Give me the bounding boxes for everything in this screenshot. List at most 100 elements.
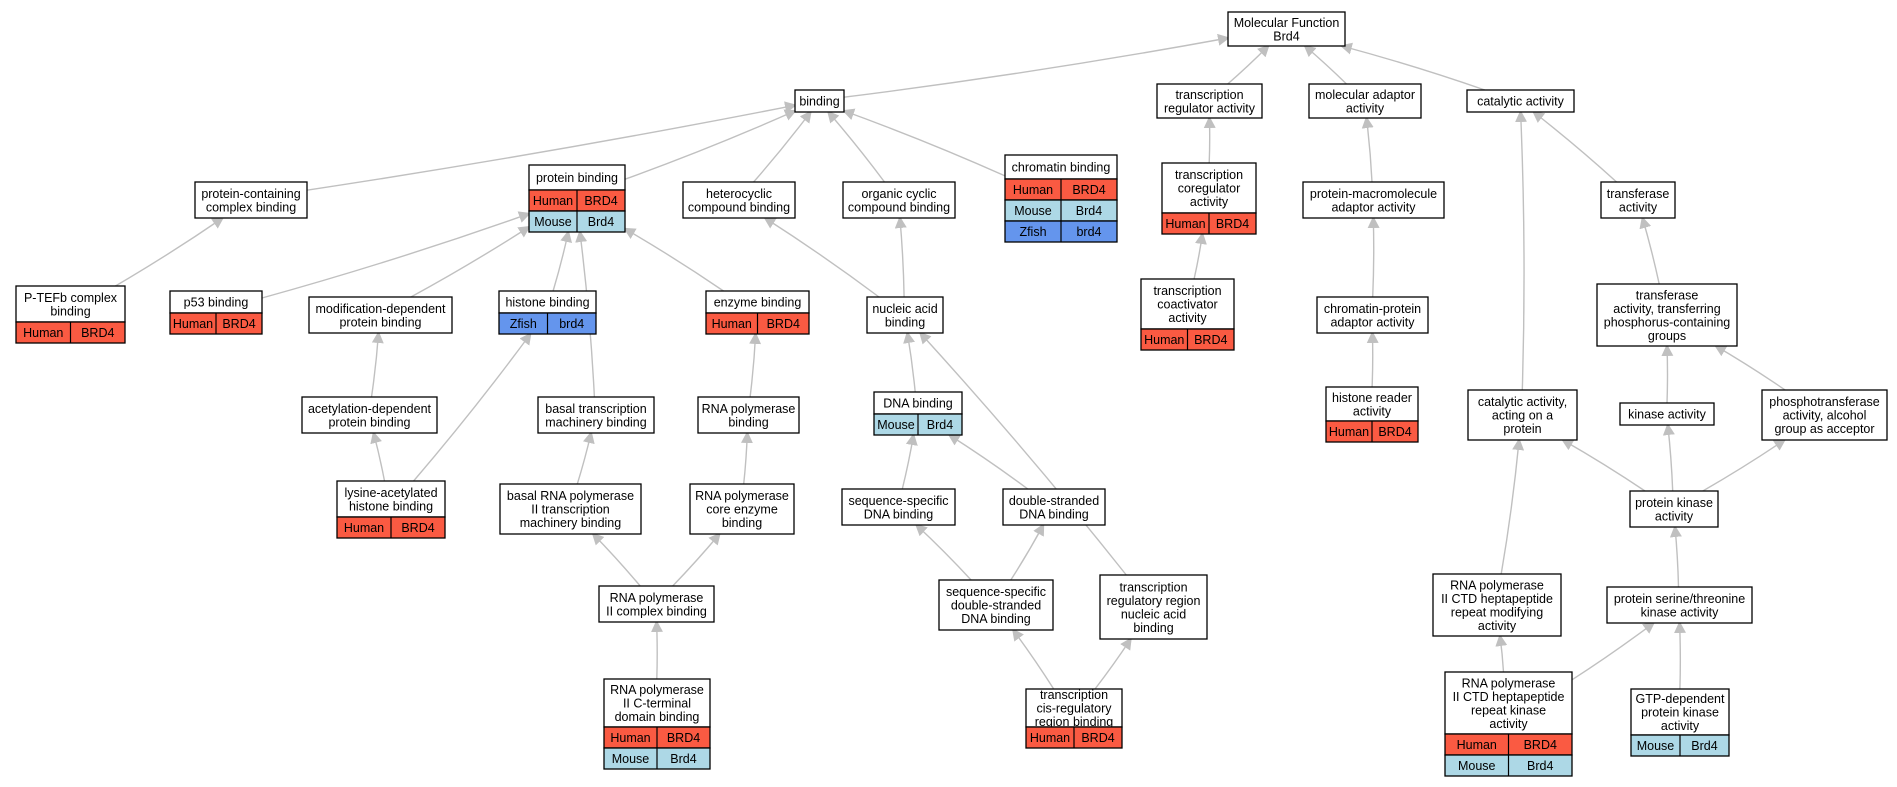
go-term-label-line: organic cyclic <box>861 187 936 201</box>
go-term-label-line: Brd4 <box>1273 29 1299 43</box>
is-a-edge <box>1495 634 1508 673</box>
go-term-box <box>1002 488 1106 526</box>
go-term-label-line: II C-terminal <box>623 697 691 711</box>
go-term-label-line: protein binding <box>536 171 618 185</box>
go-term-label-line: kinase activity <box>1628 408 1707 422</box>
go-term-label-line: RNA polymerase <box>695 489 789 503</box>
is-a-edge <box>901 433 918 490</box>
is-a-edge <box>763 216 880 298</box>
go-term-label-line: regulator activity <box>1164 101 1256 115</box>
is-a-edge <box>1571 621 1656 681</box>
go-term-box <box>1161 162 1257 214</box>
go-term-label-line: chromatin-protein <box>1324 302 1421 316</box>
go-term-label-line: transcription <box>1040 688 1108 702</box>
go-term-label-line: protein kinase <box>1641 706 1719 720</box>
go-term-label-line: double-stranded <box>1009 494 1099 508</box>
go-term-label-line: activity <box>1489 717 1528 731</box>
is-a-edge <box>261 211 531 299</box>
go-term-label-line: histone binding <box>505 296 589 310</box>
is-a-edge <box>1662 423 1675 492</box>
species-cell: Zfish <box>1019 225 1046 239</box>
go-term-node[interactable]: catalytic activity <box>1466 89 1575 113</box>
is-a-edge <box>1661 344 1674 404</box>
is-a-edge <box>740 431 753 485</box>
go-term-label-line: transcription <box>1119 580 1187 594</box>
go-term-box <box>841 488 956 526</box>
species-cell: Mouse <box>877 418 915 432</box>
is-a-edge <box>1639 216 1660 285</box>
is-a-edge <box>1227 44 1270 85</box>
go-term-node[interactable]: binding <box>794 89 845 113</box>
go-term-label-line: repeat modifying <box>1451 605 1543 619</box>
go-term-label-line: RNA polymerase <box>702 402 796 416</box>
go-term-box <box>1316 296 1429 334</box>
is-a-edge <box>624 109 797 180</box>
is-a-edge <box>894 216 907 298</box>
go-term-box <box>1619 402 1715 426</box>
go-term-box <box>938 579 1054 631</box>
is-a-edge <box>413 332 532 482</box>
go-term-label-line: binding <box>722 516 762 530</box>
go-term-label-line: protein-containing <box>201 187 300 201</box>
is-a-edge <box>306 101 797 191</box>
species-cell: Mouse <box>1458 759 1496 773</box>
is-a-edge <box>1367 216 1380 298</box>
go-term-node[interactable]: kinase activity <box>1619 402 1715 426</box>
gene-cell: BRD4 <box>222 317 255 331</box>
is-a-edge <box>749 332 762 398</box>
go-term-label-line: compound binding <box>688 200 790 214</box>
species-cell: Mouse <box>612 752 650 766</box>
go-term-label-line: modification-dependent <box>316 302 446 316</box>
go-term-label-line: domain binding <box>615 710 700 724</box>
is-a-edge <box>410 225 531 298</box>
go-term-label-line: compound binding <box>848 200 950 214</box>
gene-cell: BRD4 <box>1216 217 1249 231</box>
is-a-edge <box>826 110 886 183</box>
species-cell: Human <box>1013 183 1053 197</box>
species-cell: Mouse <box>1014 204 1052 218</box>
is-a-edge <box>591 532 641 587</box>
